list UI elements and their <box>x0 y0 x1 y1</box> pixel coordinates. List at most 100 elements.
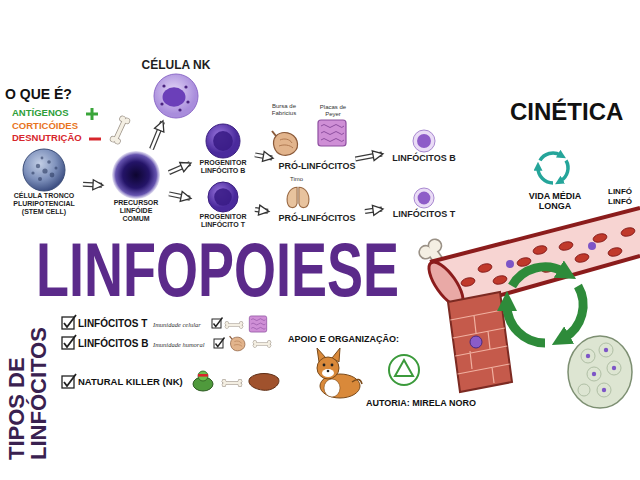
vertical-heading: TIPOS DE LINFÓCITOS <box>6 310 50 460</box>
stimulus-label: ANTÍGENOS <box>12 108 68 119</box>
cell-label: PRÓ-LINFÓCITOS <box>279 213 356 223</box>
logo-ring <box>389 355 419 385</box>
turtle-head <box>198 371 208 381</box>
cell-drawing <box>413 130 435 152</box>
node-cell <box>587 367 601 381</box>
cell-label: PROGENITOR LINFÓCITO B <box>194 159 252 175</box>
lymph-node <box>568 336 632 408</box>
progenitor-cell: PROGENITOR LINFÓCITO T <box>192 180 254 230</box>
dog-muzzle <box>322 369 334 377</box>
red-blood-cells <box>460 226 636 287</box>
function-note: Imunidade humoral <box>153 341 204 348</box>
cut-label: LINFÓ <box>608 187 632 196</box>
arrow-core <box>255 155 272 158</box>
organ-label: Timo <box>290 176 303 183</box>
lymphocyte-cell: LINFÓCITOS B <box>384 128 464 164</box>
lymphocyte-dot <box>506 260 514 268</box>
lymph-node-dots <box>586 348 616 392</box>
minus-sign <box>89 138 101 141</box>
cell-granule <box>178 108 181 111</box>
tissue-block <box>448 292 512 392</box>
cell-icon <box>413 187 435 209</box>
recycle-arrow <box>507 305 545 343</box>
cell-granule <box>186 100 189 103</box>
node-dot <box>586 354 590 358</box>
cell-nucleus <box>417 134 431 148</box>
nk-cell: CÉLULA NK <box>134 58 218 120</box>
main-title: LINFOPOIESE <box>36 232 399 308</box>
red-cell <box>607 246 623 257</box>
thymus-icon <box>287 187 309 207</box>
cell-granule <box>47 160 51 164</box>
checkbox <box>62 335 76 349</box>
stem-cell: CÉLULA TRONCO PLURIPOTENCIAL (STEM CELL) <box>6 147 82 217</box>
dog-chest <box>324 379 340 397</box>
red-cell <box>460 276 476 287</box>
cell-body <box>154 74 198 118</box>
turtle-icon <box>193 371 213 391</box>
red-cell <box>532 244 548 255</box>
cell-body <box>112 151 160 199</box>
red-cell <box>620 226 636 237</box>
dog-eye <box>331 364 334 367</box>
precursor-cell: PRECURSOR LINFÓIDE COMUM <box>104 150 168 224</box>
connector-arrow <box>169 194 190 198</box>
arrow-core <box>355 154 382 159</box>
tissue-lines <box>450 310 509 383</box>
arrow-core <box>365 209 382 211</box>
bone-icon <box>222 379 243 387</box>
type-label: LINFÓCITOS B <box>78 338 148 350</box>
node-dot <box>602 388 606 392</box>
question-heading: O QUE É? <box>5 86 72 102</box>
cell-icon <box>153 73 199 119</box>
lymph-node-cells <box>578 343 621 397</box>
recycle-arrow <box>561 161 569 182</box>
plus-sign <box>86 108 98 120</box>
arrow-outline <box>255 210 268 212</box>
cell-icon <box>205 123 241 159</box>
checkbox <box>214 338 225 349</box>
cell-body <box>413 130 435 152</box>
red-cell <box>592 232 608 243</box>
cell-granule <box>38 177 42 181</box>
lymphocyte-dot <box>588 242 596 250</box>
arrow-outline <box>83 184 102 185</box>
function-note: Imunidade celular <box>153 321 201 328</box>
connector-arrow <box>255 210 268 212</box>
recycle-arrow <box>540 153 561 161</box>
cell-granule <box>162 84 165 87</box>
cell-body <box>208 182 238 212</box>
stage-label: PRÓ-LINFÓCITOS <box>270 212 364 224</box>
peyer-icon <box>318 120 346 146</box>
checkbox <box>212 318 223 329</box>
cell-label: PRÓ-LINFÓCITOS <box>279 161 356 171</box>
dog-tail <box>352 379 362 384</box>
arrow-outline <box>169 163 190 172</box>
dog-mascot <box>317 348 362 398</box>
arrow-outline <box>365 209 382 211</box>
recycle-arrow <box>512 267 564 286</box>
arrow-outline <box>169 194 190 198</box>
cell-granule <box>36 164 40 168</box>
cell-nucleus <box>214 188 232 206</box>
cell-granule <box>31 171 34 174</box>
liver-icon <box>249 374 279 391</box>
cell-drawing <box>414 188 434 208</box>
red-cell <box>492 274 508 285</box>
logo-triangle <box>395 360 413 376</box>
lymphocyte-dot <box>470 336 482 348</box>
cell-drawing <box>206 124 240 158</box>
cell-granule <box>50 173 55 178</box>
node-cell <box>578 384 590 396</box>
bone-icon <box>253 340 272 347</box>
connector-arrow <box>169 163 190 172</box>
cell-drawing <box>154 74 198 118</box>
node-cell <box>599 343 613 357</box>
bone-icon <box>225 321 244 328</box>
arrow-core <box>83 184 102 185</box>
cell-body <box>414 188 434 208</box>
cell-granule <box>184 85 187 88</box>
cell-nucleus <box>163 87 186 106</box>
cell-label: CÉLULA NK <box>142 59 211 73</box>
cell-label: LINFÓCITOS T <box>393 209 455 219</box>
